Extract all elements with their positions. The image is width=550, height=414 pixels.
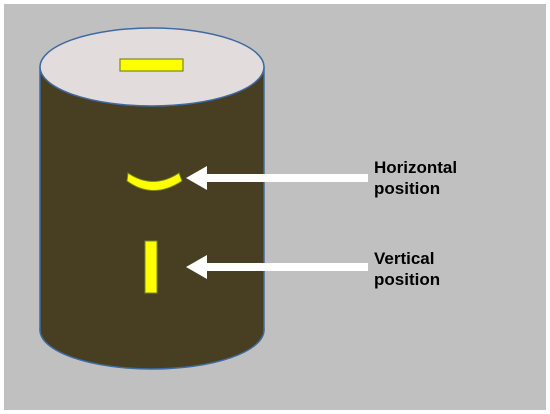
horizontal-arrow (186, 166, 368, 190)
horizontal-label-line1: Horizontal (374, 158, 458, 177)
horizontal-arrow-shaft (204, 174, 368, 182)
vertical-label-line1: Vertical (374, 249, 435, 268)
vertical-position-label: Vertical position (374, 248, 440, 290)
vertical-label-line2: position (374, 270, 441, 289)
vertical-position-marker (144, 240, 158, 294)
horizontal-position-marker (126, 172, 183, 191)
horizontal-arrow-head (186, 166, 207, 190)
cylinder (39, 27, 265, 370)
horizontal-label-line2: position (374, 179, 441, 198)
top-marker (119, 58, 184, 72)
vertical-arrow-head (186, 255, 207, 279)
vertical-arrow (186, 255, 368, 279)
horizontal-position-label: Horizontal position (374, 157, 457, 199)
vertical-arrow-shaft (204, 263, 368, 271)
